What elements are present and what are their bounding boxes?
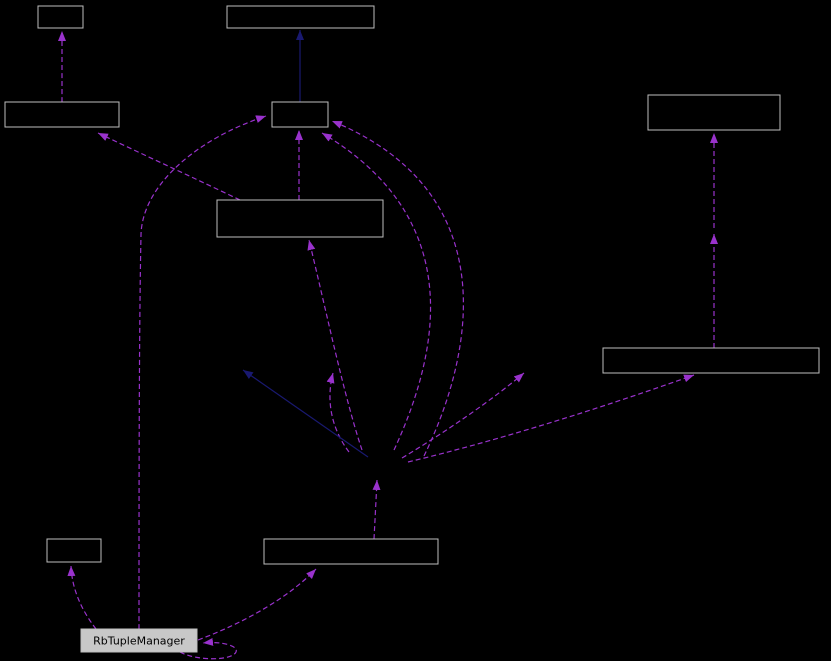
class-node-bottom-left-box[interactable] — [46, 538, 102, 563]
class-node-mid-small[interactable] — [271, 101, 329, 128]
edge-rbtuple-to-midsmall — [138, 115, 267, 630]
class-node-center[interactable] — [216, 199, 384, 238]
class-node-right-top-box[interactable] — [647, 94, 781, 131]
edge-center-to-left — [97, 132, 241, 201]
class-node-right-lower-box[interactable] — [602, 347, 820, 374]
class-node-top-left[interactable] — [37, 5, 84, 29]
node-rbtuplemanager-label: RbTupleManager — [93, 635, 185, 648]
edge-hub-to-rightlower — [407, 374, 695, 463]
edge-rbtuple-to-bottomleft — [67, 565, 97, 630]
class-node-top-left-box[interactable] — [37, 5, 84, 29]
class-node-bottom-left[interactable] — [46, 538, 102, 563]
edge-rbtuple-self-loop — [179, 637, 237, 660]
edge-hub-to-midsmall-inner — [321, 132, 432, 451]
node-rbtuplemanager[interactable]: RbTupleManager — [80, 628, 198, 653]
edge-rbtuple-to-bottommid — [197, 568, 317, 641]
class-node-right-lower[interactable] — [602, 347, 820, 374]
class-node-left[interactable] — [4, 101, 120, 128]
class-node-left-box[interactable] — [4, 101, 120, 128]
class-node-right-top[interactable] — [647, 94, 781, 131]
class-node-bottom-mid-box[interactable] — [263, 538, 439, 565]
edge-hub-to-midsmall-outer — [331, 120, 464, 457]
class-node-top-middle[interactable] — [226, 5, 375, 29]
class-node-mid-small-box[interactable] — [271, 101, 329, 128]
edge-hub-to-right-mid — [401, 372, 525, 459]
class-node-top-middle-box[interactable] — [226, 5, 375, 29]
class-node-center-box[interactable] — [216, 199, 384, 238]
edge-hub-solid-left — [242, 369, 369, 458]
class-node-bottom-mid[interactable] — [263, 538, 439, 565]
edge-hub-curve-left — [326, 372, 350, 453]
edge-layer — [58, 30, 718, 660]
node-rbtuplemanager-box[interactable] — [80, 628, 198, 653]
node-layer: RbTupleManager — [4, 5, 820, 653]
edge-bottommid-to-hub — [372, 479, 381, 540]
